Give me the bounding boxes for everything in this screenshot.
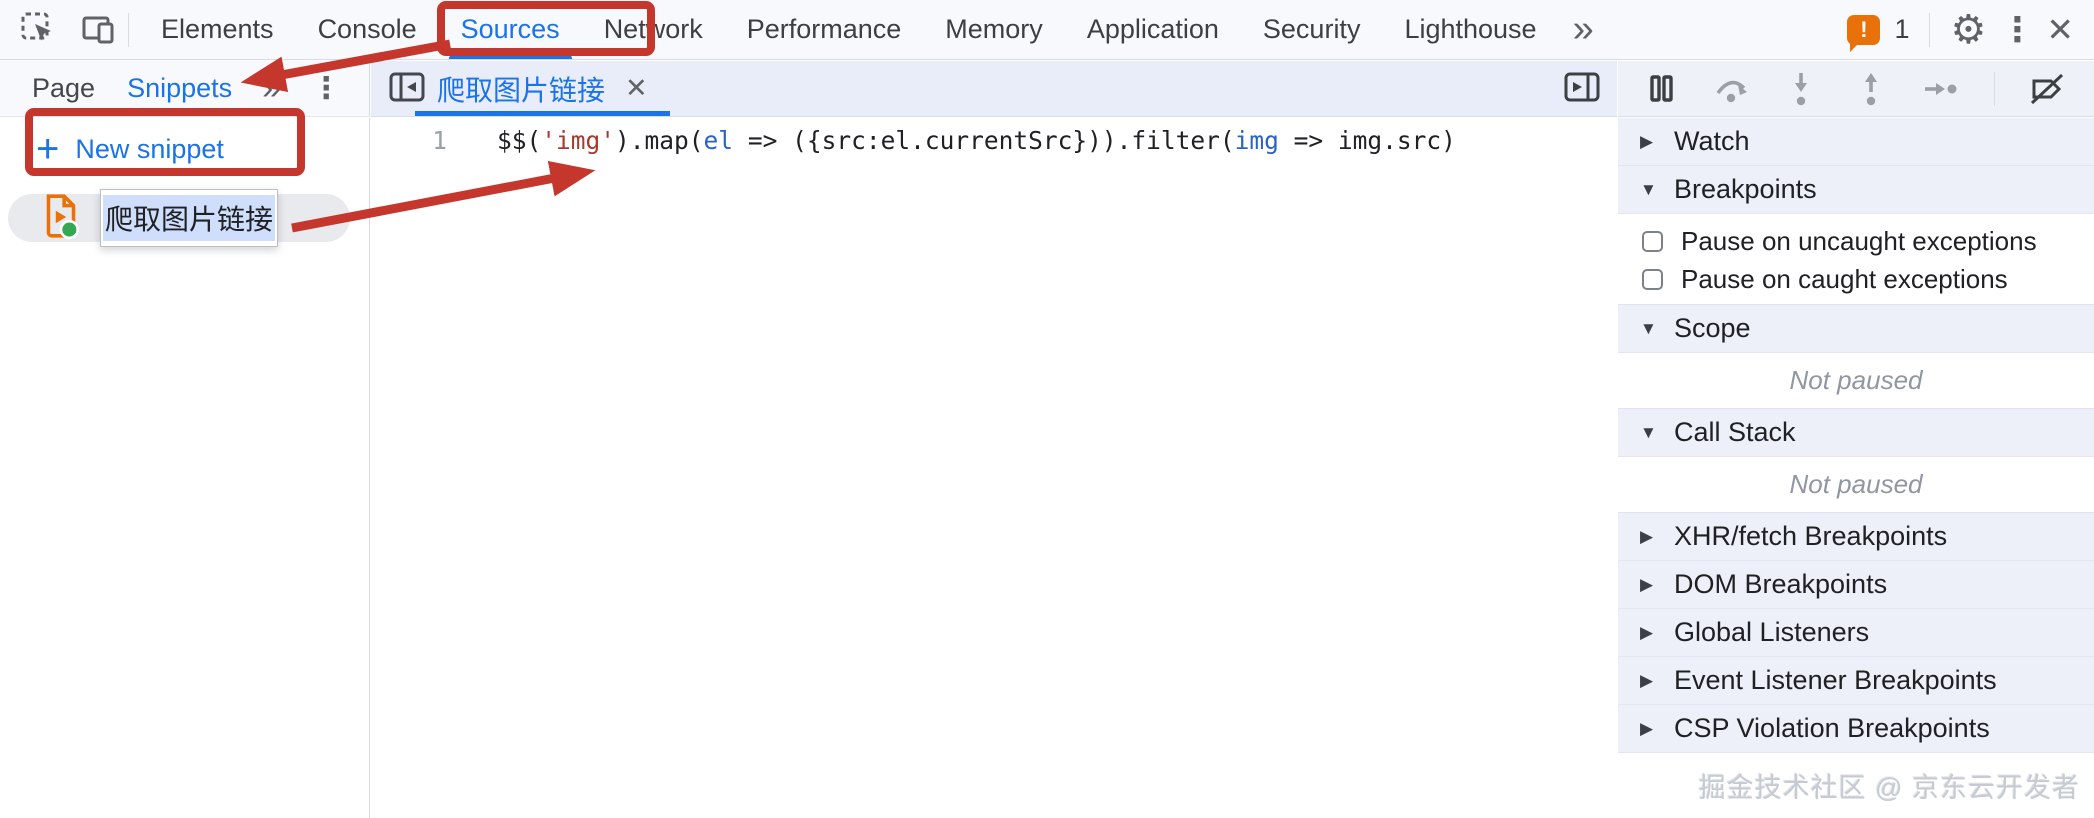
code-token-def: img <box>1234 126 1279 155</box>
section-xhr-fetch-breakpoints[interactable]: ▶ XHR/fetch Breakpoints <box>1618 513 2094 561</box>
triangle-down-icon: ▼ <box>1640 179 1657 199</box>
section-label: Scope <box>1674 313 1751 343</box>
triangle-right-icon: ▶ <box>1640 670 1654 690</box>
devtools-top-bar: Elements Console Sources Network Performance… <box>0 0 2094 60</box>
triangle-right-icon: ▶ <box>1640 622 1654 642</box>
code-line-1: 1 $$('img').map(el => ({src:el.currentSr… <box>371 120 1617 162</box>
section-label: DOM Breakpoints <box>1674 569 1888 599</box>
section-label: Breakpoints <box>1674 174 1817 204</box>
section-label: Call Stack <box>1674 417 1796 447</box>
tab-page[interactable]: Page <box>32 73 96 103</box>
issues-count[interactable]: 1 <box>1894 14 1910 44</box>
section-label: XHR/fetch Breakpoints <box>1674 521 1948 551</box>
topbar-right-divider <box>1929 12 1931 47</box>
triangle-right-icon: ▶ <box>1640 526 1654 546</box>
panel-tab-network[interactable]: Network <box>603 14 703 44</box>
section-label: Watch <box>1674 126 1750 156</box>
checkbox-row-pause-on-uncaught-exceptions[interactable]: Pause on uncaught exceptions <box>1618 222 2094 260</box>
topbar-divider <box>128 12 129 47</box>
code-token-plain: $$( <box>497 126 542 155</box>
checkbox-label: Pause on uncaught exceptions <box>1681 225 2037 256</box>
debugger-toolbar <box>1618 61 2094 117</box>
section-call-stack[interactable]: ▼ Call Stack <box>1618 409 2094 457</box>
new-snippet-button[interactable]: + New snippet <box>0 122 369 176</box>
not-paused-message: Not paused <box>1618 457 2094 513</box>
triangle-right-icon: ▶ <box>1640 574 1654 594</box>
section-label: Event Listener Breakpoints <box>1674 665 1997 695</box>
step-out-icon[interactable] <box>1848 66 1894 112</box>
sources-sidebar-tabbar: Page Snippets » ⋮ <box>0 61 370 117</box>
hide-debugger-sidebar-icon[interactable] <box>1563 70 1601 109</box>
editor-tab-label: 爬取图片链接 <box>437 74 606 106</box>
settings-gear-icon[interactable]: ⚙ <box>1950 7 1987 52</box>
more-panels-chevron-icon[interactable]: » <box>1572 8 1594 50</box>
hide-navigator-sidebar-icon[interactable] <box>388 70 426 109</box>
snippets-navigator: + New snippet 爬取图片链接 <box>0 118 370 818</box>
triangle-down-icon: ▼ <box>1640 422 1657 442</box>
checkbox-row-pause-on-caught-exceptions[interactable]: Pause on caught exceptions <box>1618 260 2094 298</box>
code-token-plain: ).map( <box>615 126 704 155</box>
step-into-icon[interactable] <box>1778 66 1824 112</box>
topbar-right-controls: ! 1 ⚙ ⋮ ✕ <box>1847 7 2094 53</box>
code-token-plain: => ({src:el.currentSrc})).filter( <box>733 126 1235 155</box>
issues-warning-icon[interactable]: ! <box>1847 14 1881 52</box>
panel-tab-memory[interactable]: Memory <box>945 14 1043 44</box>
section-label: Global Listeners <box>1674 617 1870 647</box>
tab-snippets[interactable]: Snippets <box>127 73 233 103</box>
section-event-listener-breakpoints[interactable]: ▶ Event Listener Breakpoints <box>1618 657 2094 705</box>
inspect-element-icon[interactable] <box>16 7 62 53</box>
panel-tab-sources[interactable]: Sources <box>439 0 582 59</box>
watermark-text: 掘金技术社区 @ 京东云开发者 <box>1698 773 2080 803</box>
section-label: CSP Violation Breakpoints <box>1674 713 1990 743</box>
checkbox-icon[interactable] <box>1642 230 1663 252</box>
section-csp-violation-breakpoints[interactable]: ▶ CSP Violation Breakpoints <box>1618 705 2094 753</box>
toggle-device-toolbar-icon[interactable] <box>76 7 122 53</box>
topbar-left-icons <box>0 7 122 53</box>
panel-tab-lighthouse[interactable]: Lighthouse <box>1404 14 1537 44</box>
plus-icon: + <box>36 127 60 171</box>
code-token-plain: => img.src) <box>1278 126 1456 155</box>
triangle-right-icon: ▶ <box>1640 718 1654 738</box>
line-number[interactable]: 1 <box>432 126 447 155</box>
editor-tab-bar: 爬取图片链接 ✕ <box>371 61 1617 117</box>
checkbox-label: Pause on caught exceptions <box>1681 263 2008 294</box>
close-tab-icon[interactable]: ✕ <box>625 73 648 103</box>
close-devtools-icon[interactable]: ✕ <box>2046 11 2074 48</box>
more-sidebar-tabs-chevron-icon[interactable]: » <box>262 69 282 107</box>
step-icon[interactable] <box>1918 66 1964 112</box>
deactivate-breakpoints-icon[interactable] <box>2025 66 2071 112</box>
panel-tab-elements[interactable]: Elements <box>161 14 274 44</box>
section-global-listeners[interactable]: ▶ Global Listeners <box>1618 609 2094 657</box>
section-dom-breakpoints[interactable]: ▶ DOM Breakpoints <box>1618 561 2094 609</box>
snippet-name-text: 爬取图片链接 <box>102 195 275 241</box>
panel-tab-security[interactable]: Security <box>1262 14 1361 44</box>
section-scope[interactable]: ▼ Scope <box>1618 305 2094 353</box>
checkbox-icon[interactable] <box>1642 268 1663 290</box>
new-snippet-label: New snippet <box>75 133 224 164</box>
devtools-panel-tabs: Elements Console Sources Network Performance… <box>139 0 1559 59</box>
editor-tab-snippet[interactable]: 爬取图片链接 ✕ <box>415 61 670 116</box>
snippet-name-tooltip[interactable]: 爬取图片链接 <box>100 189 278 247</box>
section-watch[interactable]: ▶ Watch <box>1618 118 2094 166</box>
sidebar-menu-icon[interactable]: ⋮ <box>311 72 342 105</box>
panel-tab-application[interactable]: Application <box>1086 14 1219 44</box>
code-editor[interactable]: 1 $$('img').map(el => ({src:el.currentSr… <box>371 118 1617 818</box>
not-paused-message: Not paused <box>1618 353 2094 409</box>
pause-script-icon[interactable] <box>1638 66 1684 112</box>
triangle-right-icon: ▶ <box>1640 131 1654 151</box>
panel-tab-console[interactable]: Console <box>317 14 417 44</box>
code-token-string: 'img' <box>541 126 616 155</box>
code-content[interactable]: $$('img').map(el => ({src:el.currentSrc}… <box>447 120 1456 162</box>
code-token-def: el <box>703 126 734 155</box>
step-over-icon[interactable] <box>1708 66 1754 112</box>
triangle-down-icon: ▼ <box>1640 318 1657 338</box>
panel-tab-performance[interactable]: Performance <box>746 14 902 44</box>
debugger-toolbar-divider <box>1994 71 1995 106</box>
customize-menu-icon[interactable]: ⋮ <box>2000 10 2034 49</box>
section-breakpoints[interactable]: ▼ Breakpoints <box>1618 166 2094 214</box>
snippet-file-icon <box>42 192 80 245</box>
